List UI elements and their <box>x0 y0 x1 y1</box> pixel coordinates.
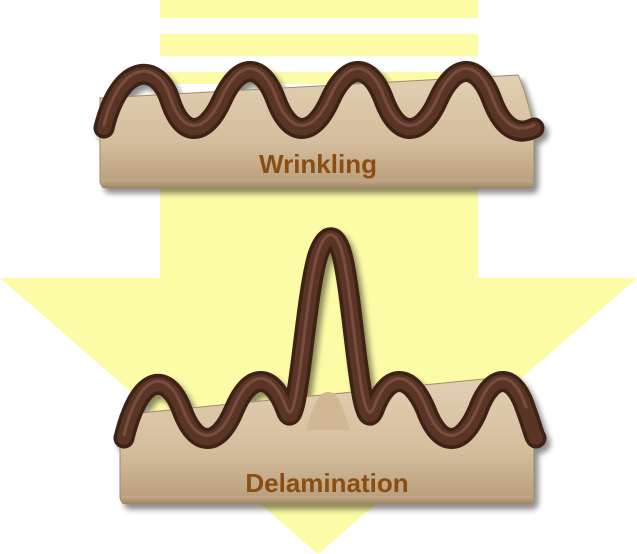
delamination-substrate-bottom-edge <box>122 496 532 504</box>
wrinkling-panel <box>93 61 545 189</box>
wrinkling-substrate-bottom-edge <box>102 180 532 188</box>
delamination-film <box>113 227 547 449</box>
arrow-shaft-stripe-2 <box>160 34 478 56</box>
arrow-shaft-stripe-1 <box>160 0 478 18</box>
delamination-panel <box>113 227 547 505</box>
wrinkling-film <box>93 61 545 142</box>
delamination-substrate-bump <box>306 392 350 430</box>
delamination-label: Delamination <box>245 468 408 498</box>
wrinkling-label: Wrinkling <box>259 149 377 179</box>
